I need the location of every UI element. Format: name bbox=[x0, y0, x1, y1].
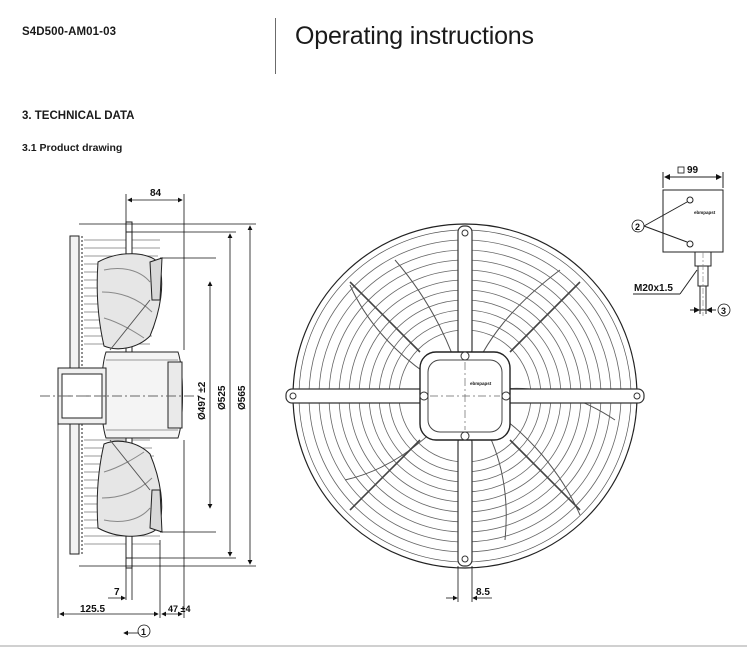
front-brand-label: ebmpapst bbox=[470, 381, 492, 386]
side-view-dimensions bbox=[57, 194, 256, 636]
dim-8-5: 8.5 bbox=[476, 587, 490, 598]
document-code: S4D500-AM01-03 bbox=[22, 26, 117, 38]
square-symbol bbox=[677, 166, 685, 174]
section-title: 3. TECHNICAL DATA bbox=[22, 110, 135, 122]
terminal-brand-label: ebmpapst bbox=[694, 210, 716, 215]
dim-84: 84 bbox=[150, 188, 162, 199]
callout-3-circle bbox=[717, 303, 731, 317]
dim-99: 99 bbox=[687, 165, 699, 176]
header-divider bbox=[275, 18, 276, 74]
callout-2-circle bbox=[631, 219, 645, 233]
side-view bbox=[40, 221, 200, 569]
dim-125-5: 125.5 bbox=[80, 604, 105, 615]
front-view-dimensions bbox=[446, 566, 492, 602]
dim-d525: Ø525 bbox=[217, 385, 228, 410]
thread-label: M20x1.5 bbox=[634, 283, 673, 294]
callout-3: 3 bbox=[721, 306, 726, 316]
footer-rule bbox=[0, 645, 747, 647]
subsection-title: 3.1 Product drawing bbox=[22, 142, 123, 154]
dim-d497: Ø497 ±2 bbox=[197, 381, 208, 420]
dim-d565: Ø565 bbox=[237, 385, 248, 410]
callout-1: 1 bbox=[141, 627, 146, 637]
callout-1-circle bbox=[137, 624, 151, 638]
dim-7: 7 bbox=[114, 587, 120, 598]
dim-47: 47 ±4 bbox=[168, 604, 190, 614]
page-title: Operating instructions bbox=[295, 22, 534, 50]
callout-2: 2 bbox=[635, 222, 640, 232]
terminal-box bbox=[633, 172, 724, 316]
front-view bbox=[285, 223, 645, 569]
